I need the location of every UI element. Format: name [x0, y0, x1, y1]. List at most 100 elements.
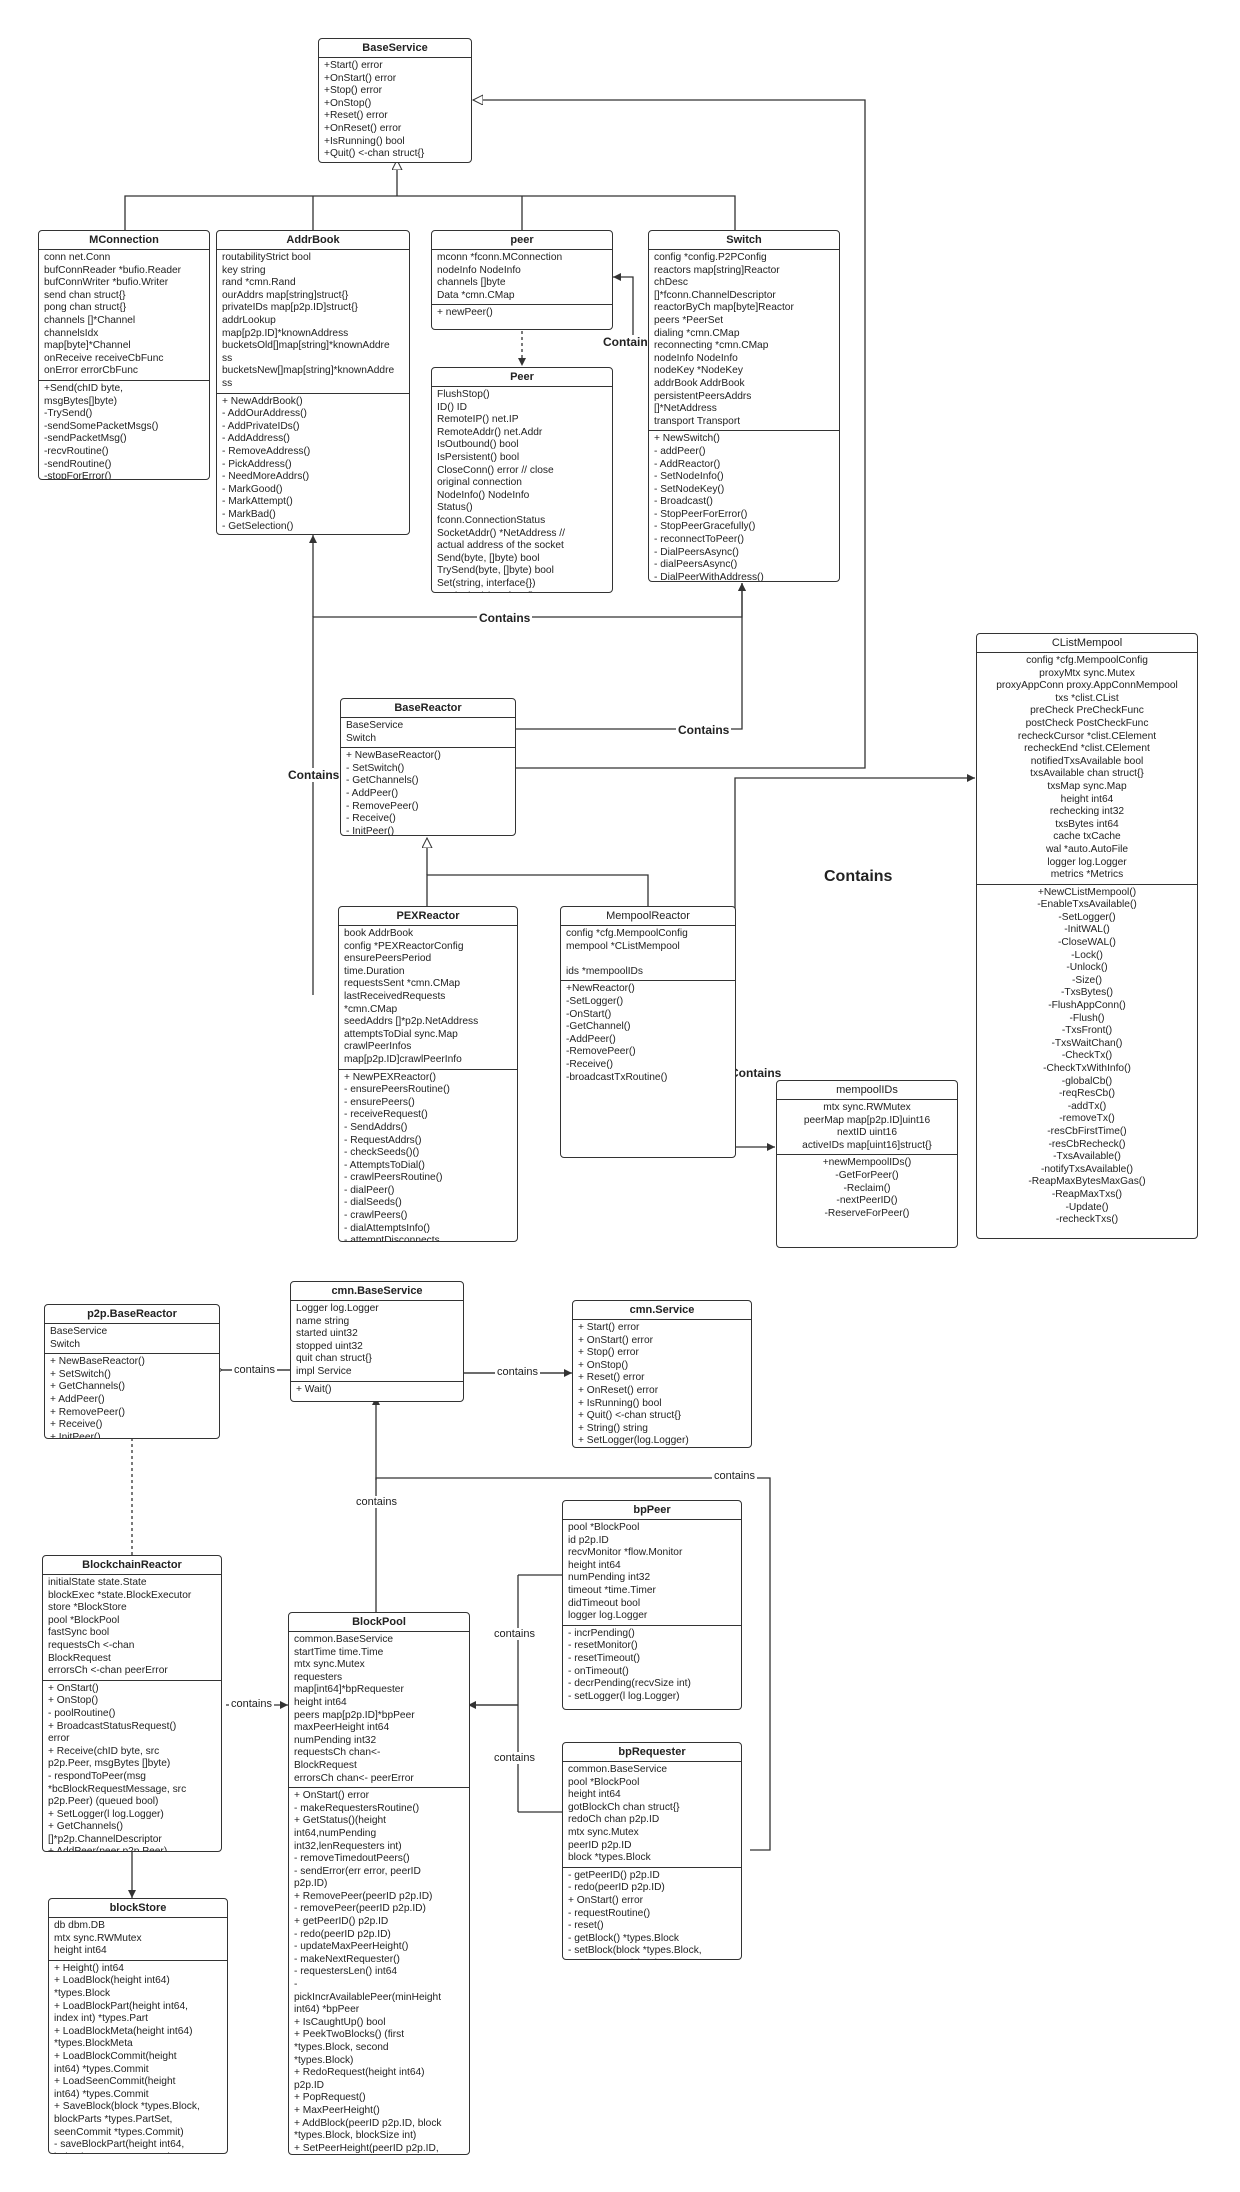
contains-label-pex-addrbook: Contains	[286, 768, 342, 782]
class-member: map[byte]*Channel	[44, 340, 131, 352]
class-member: seedAddrs []*p2p.NetAddress	[344, 1016, 479, 1028]
class-member: blockParts *types.PartSet,	[54, 2113, 173, 2125]
class-title: peer	[432, 231, 612, 250]
class-member: - MarkBad()	[222, 508, 276, 520]
class-member: -SetLogger()	[1058, 911, 1116, 923]
class-member: actual address of the socket	[437, 540, 564, 552]
class-member: channels []byte	[437, 277, 506, 289]
class-title: bpRequester	[563, 1743, 741, 1762]
class-member: - dialSeeds()	[344, 1197, 402, 1209]
class-member: +OnReset() error	[324, 122, 402, 134]
class-member: *types.Block	[54, 1987, 111, 1999]
class-member: - reset()	[568, 1920, 604, 1932]
class-member: + PeekTwoBlocks() (first	[294, 2029, 405, 2041]
class-title: bpPeer	[563, 1501, 741, 1520]
class-member: timeout *time.Timer	[568, 1584, 656, 1596]
class-member: txsBytes int64	[1055, 818, 1119, 830]
class-member: + String() string	[578, 1422, 648, 1434]
class-member: - resetTimeout()	[568, 1652, 641, 1664]
class-member: + Wait()	[296, 1383, 332, 1395]
class-member: + RemovePeer()	[50, 1406, 126, 1418]
class-member: privateIDs map[p2p.ID]struct{}	[222, 302, 358, 314]
class-member: + Stop() error	[578, 1347, 639, 1359]
class-member: notifiedTxsAvailable bool	[1030, 755, 1144, 767]
class-member: error	[48, 1733, 70, 1745]
class-member: pool *BlockPool	[48, 1614, 120, 1626]
class-member: []*NetAddress	[654, 403, 717, 415]
class-member: - GetSelectionWithBias()	[222, 534, 404, 535]
class-member: metrics *Metrics	[1050, 869, 1124, 881]
class-member: wal *auto.AutoFile	[1045, 843, 1129, 855]
class-member: ids *mempoolIDs	[566, 965, 643, 977]
class-member: -globalCb()	[1061, 1075, 1113, 1087]
class-member: pool *BlockPool	[568, 1776, 640, 1788]
class-member: - sendError(err error, peerID	[294, 1865, 421, 1877]
class-member: channels []*Channel	[44, 314, 136, 326]
class-member: - resetMonitor()	[568, 1640, 638, 1652]
class-member: impl Service	[296, 1365, 352, 1377]
class-member: original connection	[437, 477, 522, 489]
class-member: -EnableTxsAvailable()	[1037, 899, 1137, 911]
class-member: int64) *types.Commit	[54, 2088, 149, 2100]
class-member: time.Duration	[344, 965, 405, 977]
class-member: postCheck PostCheckFunc	[1025, 717, 1149, 729]
class-member: - updateMaxPeerHeight()	[294, 1941, 409, 1953]
class-member: -SetLogger()	[566, 995, 624, 1007]
class-member: - Broadcast()	[654, 496, 713, 508]
class-member: requestsCh <-chan	[48, 1639, 135, 1651]
class-member: RemoteAddr() net.Addr	[437, 426, 543, 438]
class-member: maxPeerHeight int64	[294, 1722, 390, 1734]
class-member: -GetForPeer()	[835, 1169, 899, 1181]
class-title: p2p.BaseReactor	[45, 1305, 219, 1324]
class-methods: + OnStart() error- makeRequestersRoutine…	[289, 1788, 469, 2154]
class-member: - AddPrivateIDs()	[222, 420, 300, 432]
class-member: proxyAppConn proxy.AppConnMempool	[996, 680, 1178, 692]
class-box-cmn-service: cmn.Service+ Start() error+ OnStart() er…	[572, 1300, 752, 1448]
class-member: pong chan struct{}	[44, 302, 127, 314]
class-member: - DialPeerWithAddress()	[654, 571, 764, 582]
class-member: -	[294, 1979, 298, 1991]
class-member: ss	[222, 377, 233, 389]
class-member: - RequestAddrs()	[344, 1134, 422, 1146]
class-member: blockExec *state.BlockExecutor	[48, 1589, 192, 1601]
class-member: - requestRoutine()	[568, 1907, 651, 1919]
class-member: - DialPeersAsync()	[654, 546, 739, 558]
class-member: txsMap sync.Map	[1047, 780, 1127, 792]
class-member: db dbm.DB	[54, 1920, 105, 1931]
contains-label-reactor-addrbook: Contains	[477, 611, 533, 625]
contains-label-mempool-ids: Contains	[728, 1066, 784, 1080]
class-title: Peer	[432, 368, 612, 387]
class-member: +Start() error	[324, 60, 383, 71]
class-member: recheckCursor *clist.CElement	[1017, 730, 1157, 742]
class-member: -ReserveForPeer()	[824, 1207, 910, 1219]
class-member: Data *cmn.CMap	[437, 289, 515, 301]
class-member: -nextPeerID()	[836, 1195, 898, 1207]
class-title: mempoolIDs	[777, 1081, 957, 1100]
class-member: - requestersLen() int64	[294, 1966, 398, 1978]
class-member: quit chan struct{}	[296, 1353, 372, 1365]
class-member: - RemovePeer()	[346, 800, 419, 812]
class-member: int64) *bpPeer	[294, 2004, 360, 2016]
class-member: - StopPeerForError()	[654, 508, 748, 520]
class-member: map[int64]*bpRequester	[294, 1684, 404, 1696]
class-member: - getBlock() *types.Block	[568, 1932, 679, 1944]
class-member: -TxsBytes()	[1060, 987, 1114, 999]
class-member: p2p.ID	[294, 2079, 325, 2091]
class-member: + AddPeer()	[50, 1393, 105, 1405]
class-member: send chan struct{}	[44, 289, 126, 301]
class-member: +Stop() error	[324, 85, 383, 97]
class-member: peerID p2p.ID	[568, 1839, 632, 1851]
class-member: +NewCListMempool()	[1037, 886, 1137, 898]
class-member: rechecking int32	[1049, 806, 1125, 818]
class-member: pool *BlockPool	[568, 1522, 640, 1533]
